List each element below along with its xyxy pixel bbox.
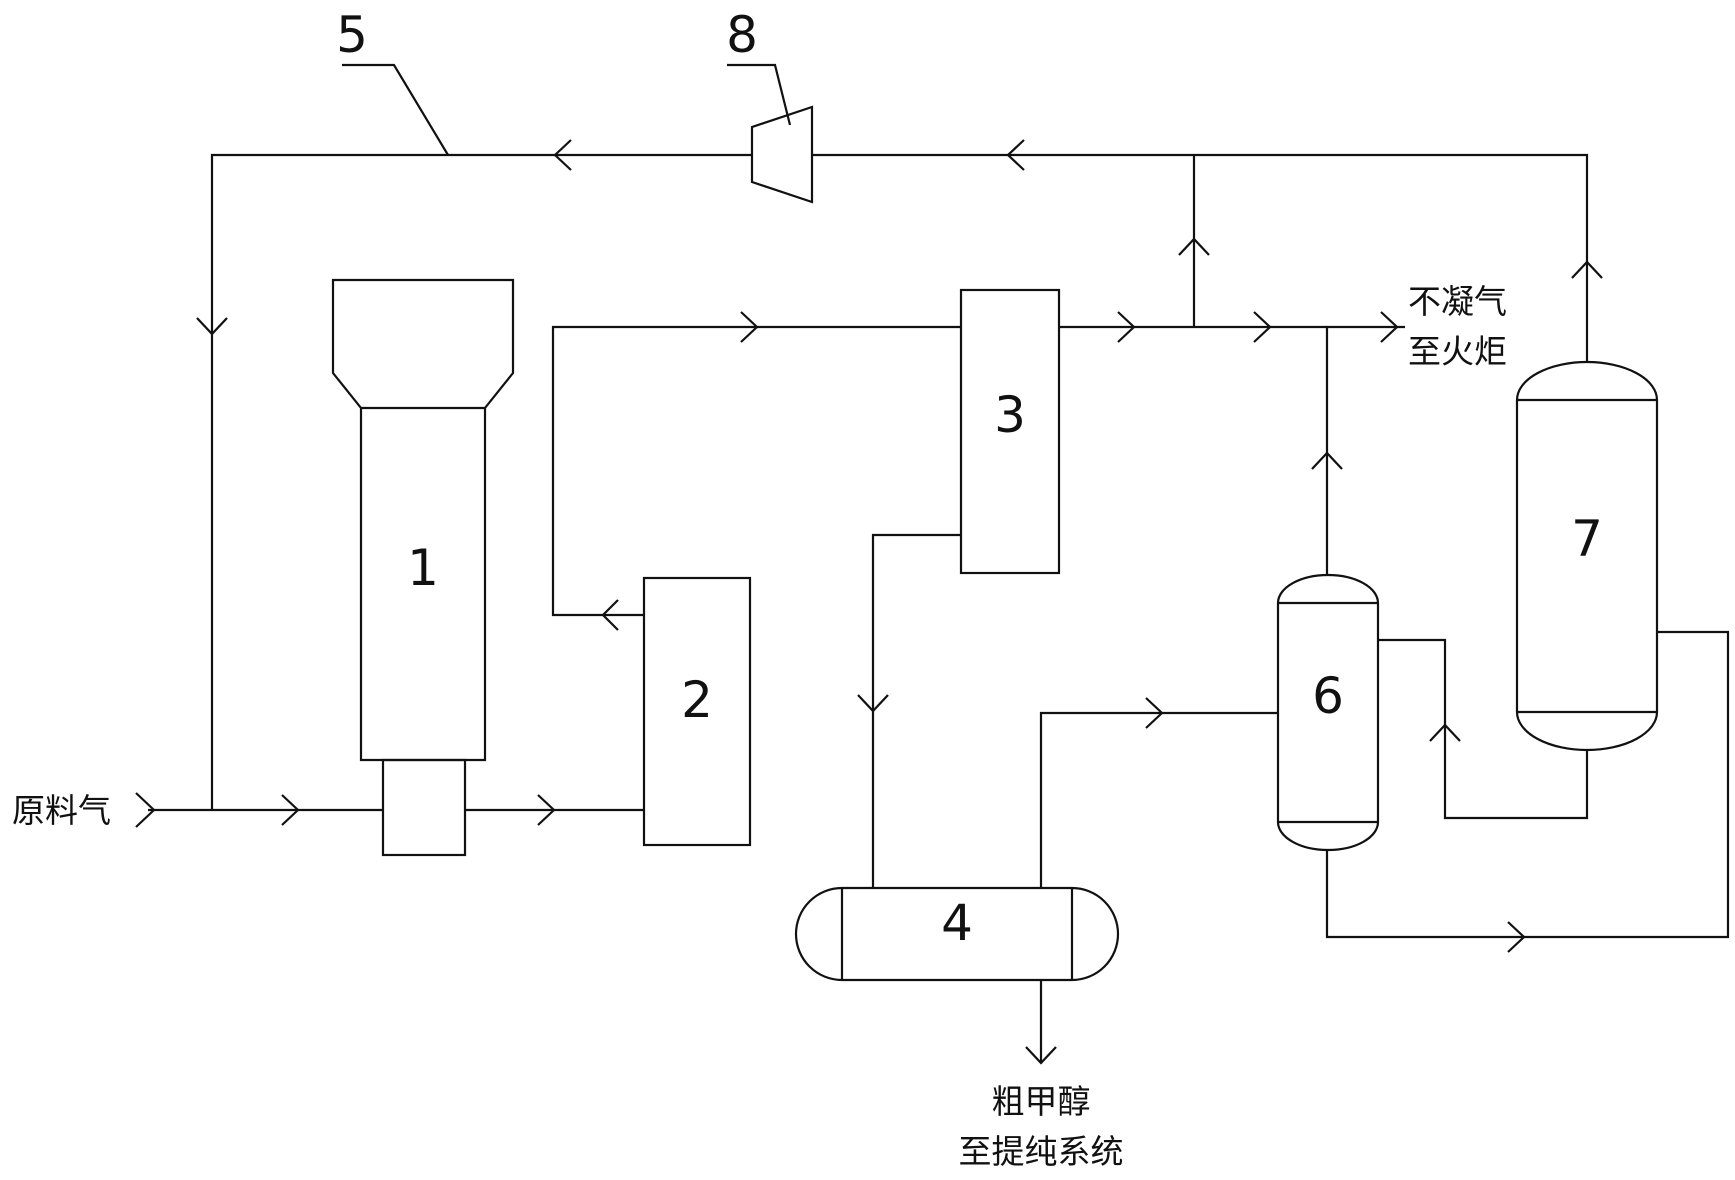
- arrow-feed-in: [135, 792, 156, 828]
- reactor-body: [331, 278, 515, 762]
- arrow-to-unit2: [537, 794, 556, 826]
- arrow-product-down: [1025, 1046, 1057, 1065]
- vessel6-bottom-to-column7-line: [1325, 630, 1730, 939]
- unit-3-box: [959, 288, 1061, 575]
- arrow-overhead-right: [1253, 311, 1272, 343]
- vessel6-vapor-line: [1325, 325, 1405, 575]
- arrow-to-vessel4: [857, 694, 889, 713]
- label-7: 7: [1571, 510, 1603, 568]
- arrow-top-left-2: [553, 139, 572, 171]
- product-label-line-2: 至提纯系统: [959, 1132, 1124, 1171]
- column7-overhead-line: [812, 153, 1589, 362]
- arrow-vent: [1380, 311, 1399, 343]
- unit-6-vertical-vessel: [1276, 573, 1380, 852]
- product-label-line-1: 粗甲醇: [992, 1082, 1091, 1121]
- stream-labels: 原料气 不凝气 至火炬 粗甲醇 至提纯系统: [12, 282, 1507, 1171]
- label-1: 1: [407, 539, 439, 597]
- unit3-to-vessel4-line: [871, 533, 961, 888]
- arrow-column7-bottom-up: [1429, 723, 1461, 742]
- reactor-base-box: [381, 758, 467, 857]
- arrow-to-unit3: [740, 311, 759, 343]
- label-2: 2: [681, 671, 713, 729]
- leader-5: [342, 63, 449, 156]
- label-6: 6: [1312, 667, 1344, 725]
- unit-1-reactor: [331, 278, 515, 857]
- arrow-unit2-out: [601, 599, 619, 631]
- arrow-top-left-1: [1006, 139, 1025, 171]
- vessel4-to-vessel6-line: [1039, 711, 1278, 888]
- leader-8: [727, 63, 792, 126]
- vent-label-line-2: 至火炬: [1408, 332, 1507, 371]
- arrow-to-vessel6: [1145, 697, 1164, 729]
- arrow-branch-up: [1178, 237, 1210, 256]
- feed-gas-label: 原料气: [12, 791, 111, 830]
- label-3: 3: [994, 386, 1026, 444]
- recycle-gas-line: [210, 153, 752, 810]
- label-4: 4: [941, 894, 973, 952]
- unit-2-box: [642, 576, 752, 847]
- unit-8-compressor: [750, 105, 814, 204]
- vent-label-line-1: 不凝气: [1408, 282, 1507, 321]
- label-8: 8: [726, 6, 758, 64]
- column7-bottom-to-vessel6-line: [1378, 638, 1589, 820]
- arrow-vessel6-up: [1311, 451, 1343, 470]
- unit2-to-unit3-line: [551, 325, 961, 617]
- process-lines: [148, 153, 1730, 1062]
- label-5: 5: [336, 6, 368, 64]
- equipment-number-labels: 1 2 3 4 5 6 7 8: [336, 6, 1603, 952]
- arrow-column7-up: [1571, 260, 1603, 279]
- arrow-feed-right: [281, 794, 300, 826]
- arrow-recycle-down: [196, 317, 228, 336]
- arrow-unit3-out: [1117, 311, 1136, 343]
- unit-7-column: [1515, 360, 1659, 752]
- unit-4-horizontal-vessel: [794, 886, 1120, 982]
- arrow-to-column7: [1507, 921, 1526, 953]
- leader-lines: [342, 63, 792, 156]
- flow-arrows: [135, 139, 1603, 1065]
